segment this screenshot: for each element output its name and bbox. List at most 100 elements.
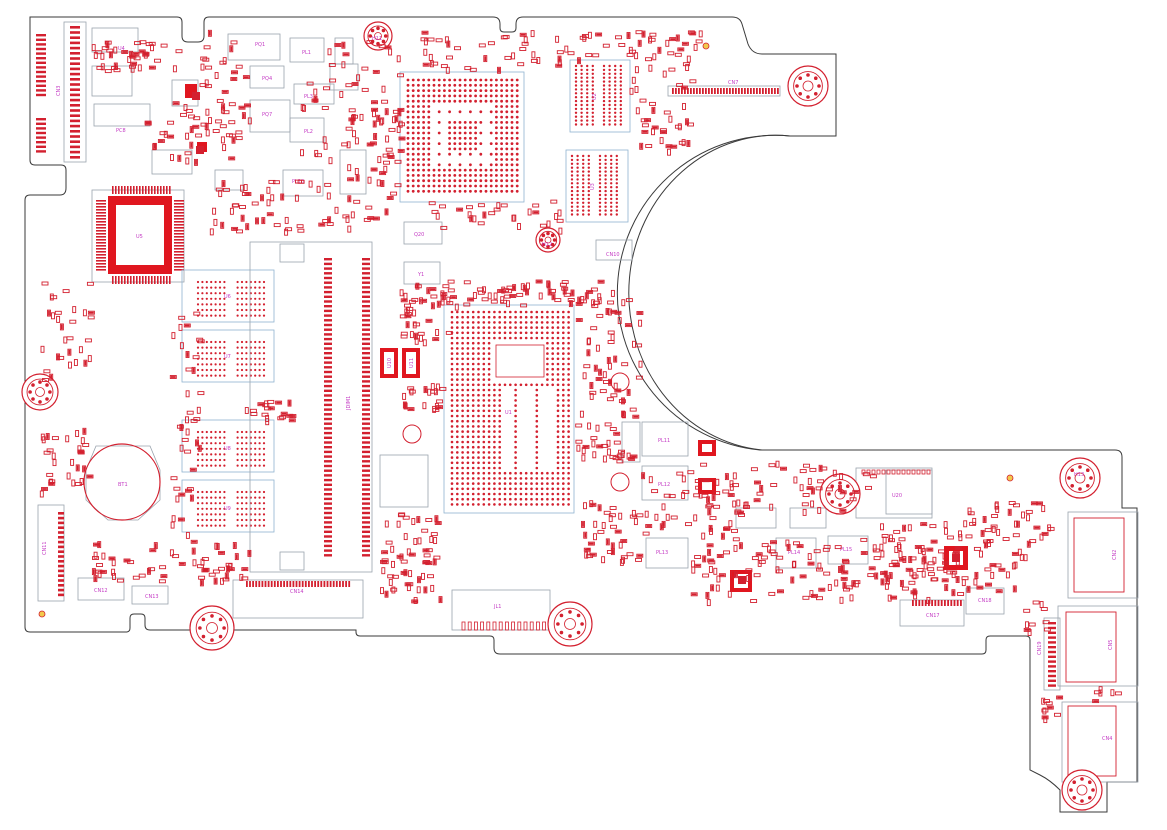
- smd-passive: [793, 476, 798, 484]
- cpu-ball: [519, 497, 523, 501]
- cpu-ball: [466, 425, 470, 428]
- smd-passive: [42, 378, 49, 382]
- bga-ball: [479, 89, 483, 92]
- smd-passive: [373, 133, 378, 140]
- cpu-ball: [551, 352, 554, 355]
- chip-pin: [174, 218, 184, 220]
- dram-ball: [210, 430, 213, 434]
- connector-pin: [931, 600, 933, 606]
- bga-ball: [411, 78, 415, 82]
- smd-passive: [446, 55, 453, 60]
- bga-ball: [474, 99, 477, 103]
- bga-ball: [417, 142, 420, 146]
- dimm-pin: [324, 399, 332, 402]
- bga-ball: [463, 142, 467, 146]
- dram-ball: [218, 507, 222, 510]
- dram-ball: [214, 436, 217, 439]
- label-pl15: PL15: [840, 547, 852, 553]
- dram-ball: [240, 368, 244, 372]
- smd-passive: [221, 89, 229, 94]
- connector-pin: [1048, 684, 1056, 687]
- dram-ball: [240, 314, 244, 317]
- smd-passive: [361, 66, 369, 71]
- smd-passive: [729, 483, 734, 491]
- cpu-ball: [493, 471, 496, 475]
- smd-passive: [926, 547, 934, 552]
- smd-passive: [341, 41, 346, 49]
- memory-ball: [582, 213, 585, 216]
- bga-ball: [411, 136, 415, 140]
- cpu-ball: [567, 321, 570, 324]
- memory-ball: [582, 205, 585, 208]
- memory-ball: [604, 201, 607, 204]
- bga-ball: [411, 126, 415, 130]
- bga-ball: [495, 189, 498, 193]
- hole-via: [370, 28, 375, 33]
- smd-passive-fill: [841, 565, 844, 571]
- smd-passive: [198, 575, 206, 580]
- bga-ball: [437, 163, 441, 167]
- dimm-pin: [324, 502, 332, 505]
- dimm-pin: [362, 460, 370, 463]
- dram-ball: [262, 346, 266, 349]
- smd-passive-fill: [401, 299, 407, 302]
- dram-ball: [258, 436, 261, 439]
- memory-ball: [587, 182, 590, 185]
- smd-passive: [582, 444, 590, 449]
- smd-passive: [430, 584, 435, 592]
- smd-passive: [440, 225, 448, 230]
- cpu-ball: [540, 331, 544, 335]
- memory-ball: [602, 111, 606, 115]
- smd-passive: [689, 79, 697, 84]
- bga-ball: [417, 89, 420, 92]
- connector-pin: [70, 109, 80, 112]
- hole-via: [201, 617, 206, 622]
- memory-ball: [587, 205, 590, 208]
- smd-passive: [326, 192, 331, 200]
- dimm-pin: [324, 474, 332, 477]
- chip-pin: [96, 245, 106, 247]
- cpu-ball: [461, 341, 464, 345]
- bga-ball: [406, 99, 410, 103]
- smd-passive: [1039, 601, 1044, 608]
- smd-passive: [700, 462, 708, 467]
- smd-passive: [980, 529, 985, 537]
- smd-passive-fill: [536, 280, 542, 283]
- smd-passive: [190, 539, 198, 544]
- smd-passive: [79, 478, 84, 485]
- smd-passive: [989, 563, 997, 568]
- bga-ball: [489, 131, 493, 135]
- smd-passive: [802, 508, 807, 516]
- connector-pin: [1048, 670, 1056, 673]
- connector-pin: [756, 88, 758, 94]
- smd-passive: [435, 329, 440, 336]
- dram-ball: [223, 436, 226, 439]
- dimm-pin: [324, 380, 332, 383]
- bga-ball: [479, 78, 483, 82]
- smd-passive: [430, 302, 435, 310]
- dram-ball: [236, 490, 239, 494]
- chip-pin: [174, 269, 184, 271]
- smd-passive: [386, 196, 394, 200]
- smd-passive: [955, 576, 960, 583]
- smd-passive: [175, 49, 183, 54]
- smd-passive: [589, 382, 594, 389]
- cpu-ball: [562, 497, 565, 501]
- smd-passive: [1046, 705, 1054, 710]
- smd-passive-fill: [216, 544, 219, 549]
- smd-passive-fill: [690, 32, 696, 35]
- connector-pin: [304, 581, 307, 587]
- bga-ball: [479, 94, 483, 98]
- cpu-ball: [466, 430, 470, 433]
- bga-ball: [422, 136, 425, 140]
- smd-passive-fill: [219, 552, 224, 554]
- smd-passive: [432, 337, 440, 342]
- hole-via: [1080, 799, 1084, 803]
- label-pl14: PL14: [788, 550, 800, 556]
- board-outline: [24, 16, 1138, 813]
- cpu-ball: [509, 331, 512, 335]
- smd-passive: [535, 279, 543, 284]
- dram-ball: [254, 314, 257, 317]
- bga-ball: [437, 99, 441, 103]
- smd-passive-fill: [598, 280, 604, 283]
